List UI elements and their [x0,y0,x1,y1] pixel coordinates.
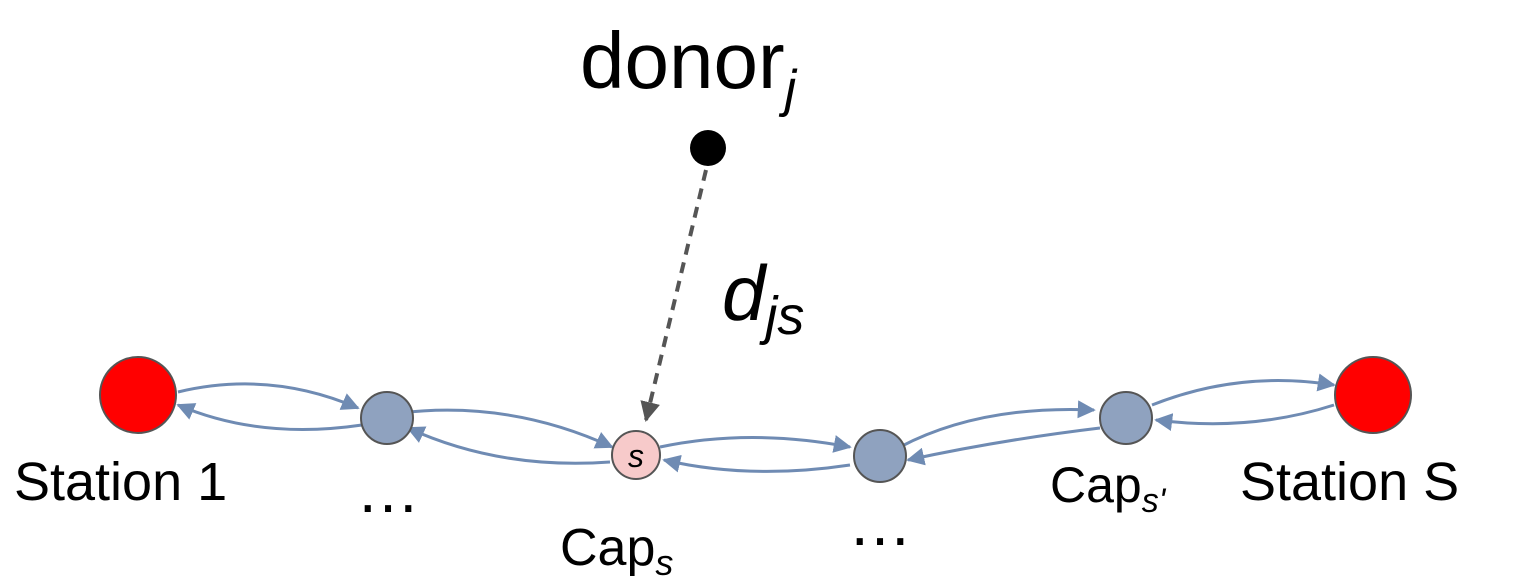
cap-s-prime-label: Caps' [1050,457,1167,520]
edge-node1-to-s [399,408,614,449]
edge-node2-to-s [662,454,851,473]
station-S-node [1334,356,1412,434]
ellipsis-left: … [356,454,420,526]
edge-node2-to-sprime [899,400,1096,449]
ellipsis-right: … [848,487,912,559]
node-s-prime [1099,391,1153,445]
donor-point [690,130,726,166]
selected-node-s [611,430,661,480]
station-1-node [99,356,177,434]
edge-sprime-to-node2 [906,426,1101,466]
edge-s-to-node1 [406,426,611,465]
distance-label: djs [722,249,804,346]
edge-sprime-to-stationS [1151,373,1336,407]
distance-arrow [640,169,708,422]
edges [176,373,1336,473]
edge-node1-to-station1 [176,403,363,431]
selected-node-s-text: s [628,438,644,474]
station-1-label: Station 1 [14,452,227,512]
edge-s-to-node2 [659,435,852,453]
donor-label: donorj [580,16,798,118]
intermediate-node-2 [853,429,907,483]
intermediate-node-1 [360,391,414,445]
cap-s-label: Caps [560,519,673,582]
edge-stationS-to-sprime [1154,403,1335,431]
edge-station1-to-node1 [177,382,360,410]
station-S-label: Station S [1240,452,1459,512]
